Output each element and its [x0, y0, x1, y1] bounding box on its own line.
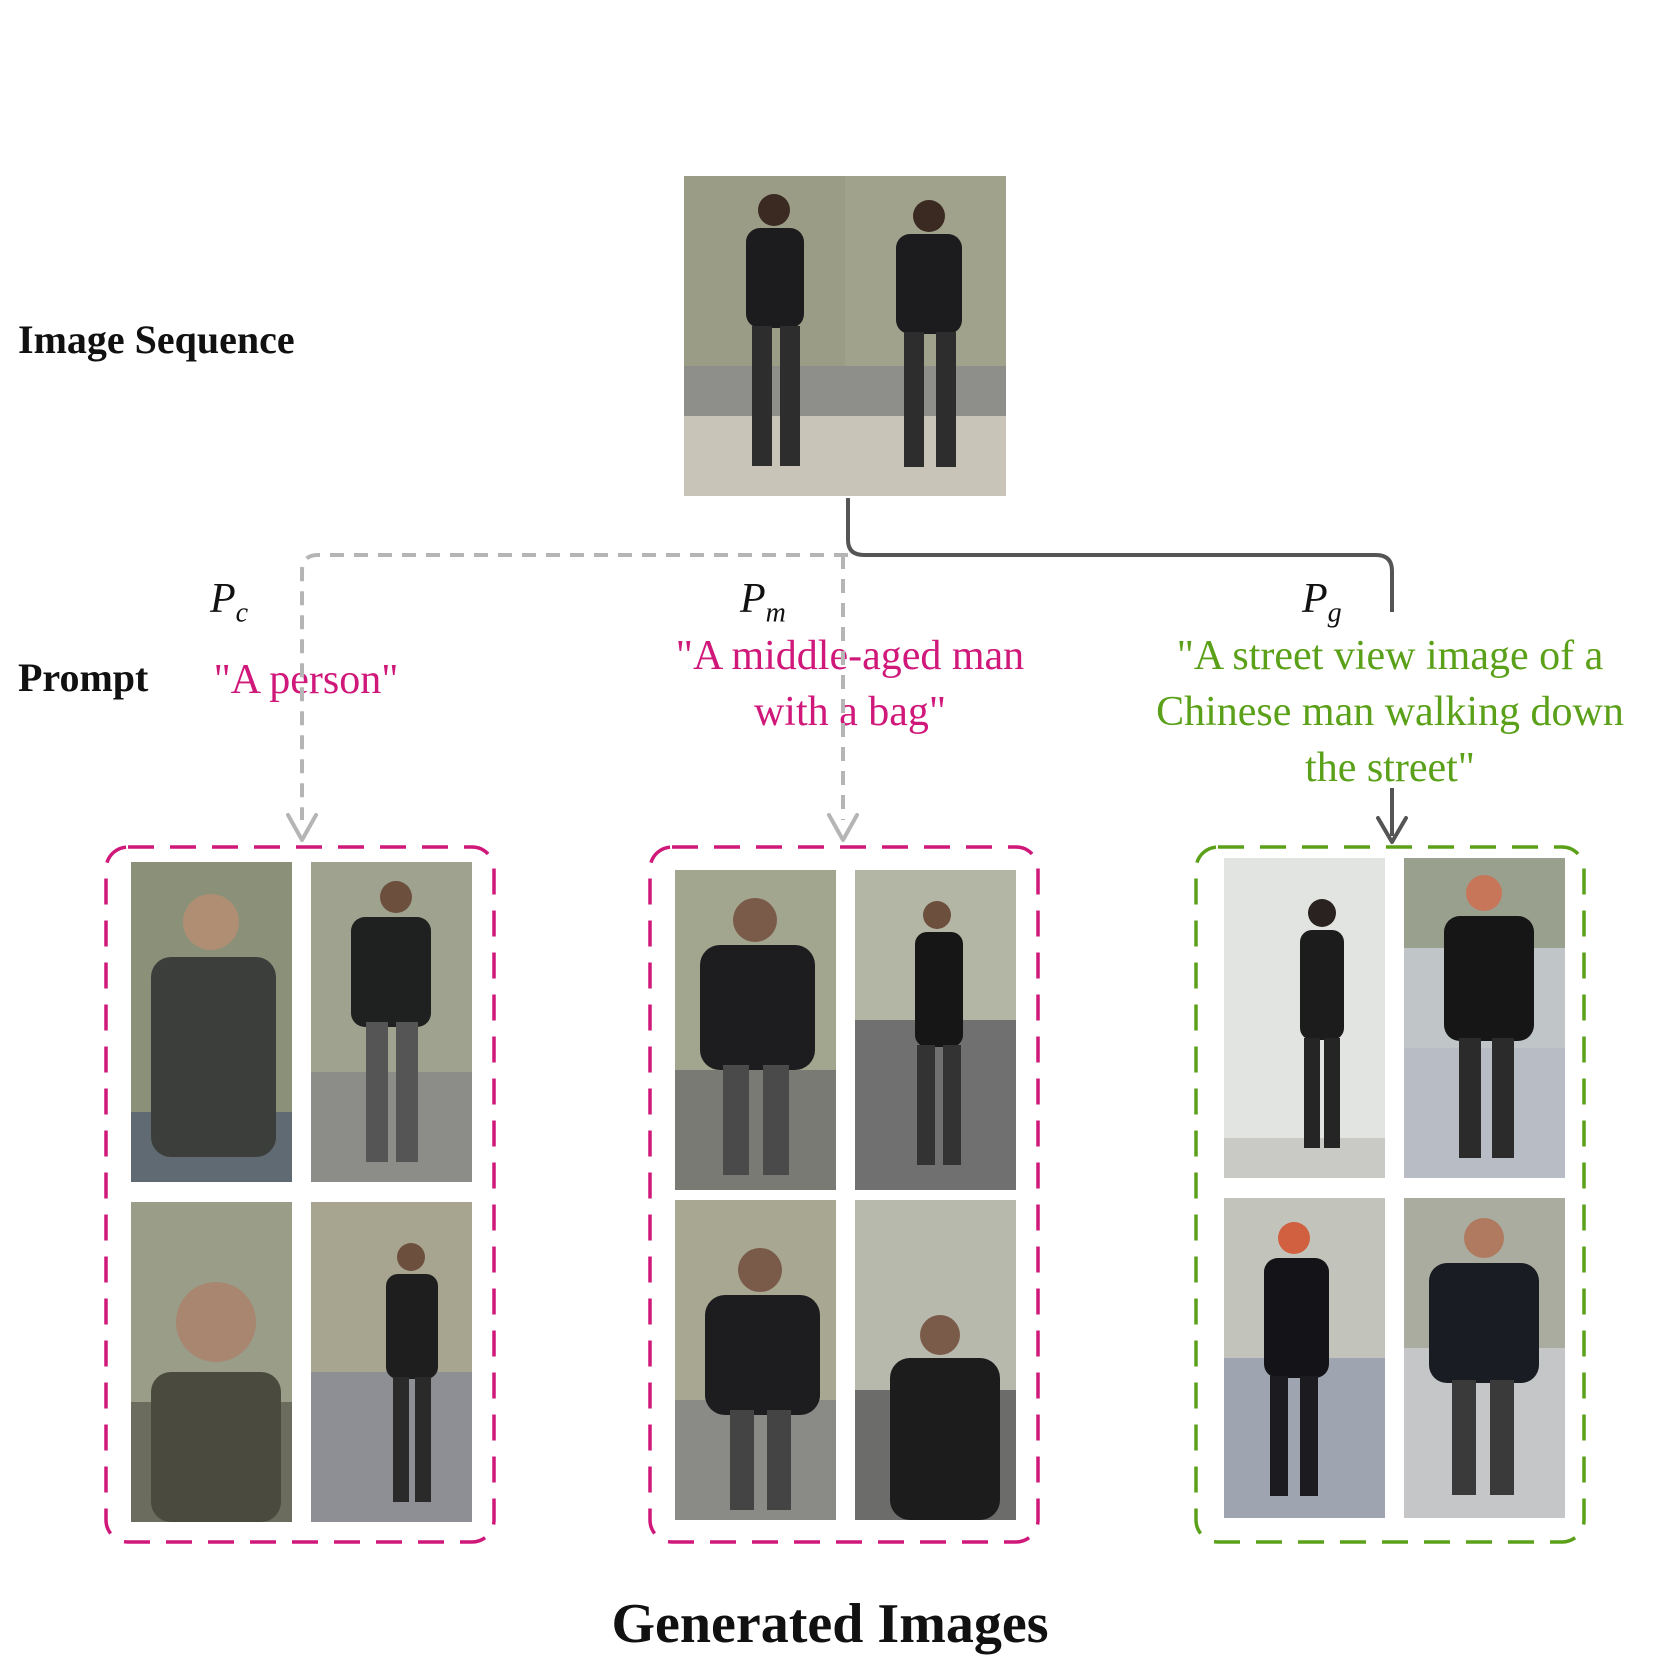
prompt-label: Prompt — [18, 655, 149, 700]
solid-connector-pg — [846, 498, 1394, 612]
generated-image-pc-2 — [311, 862, 472, 1182]
generated-image-pc-3 — [131, 1202, 292, 1522]
person-figure-2 — [896, 200, 962, 467]
prompt-text-pc: "A person" — [213, 657, 399, 703]
arrowhead-pg — [1376, 816, 1408, 844]
generated-image-pc-1 — [131, 862, 292, 1182]
prompt-text-pm: "A middle-aged man with a bag" — [675, 633, 1025, 735]
generated-image-pg-2 — [1404, 858, 1565, 1178]
generated-image-pm-2 — [855, 870, 1016, 1190]
output-box-pc — [104, 845, 496, 1544]
generated-images-title: Generated Images — [611, 1593, 1049, 1655]
generated-image-pm-3 — [675, 1200, 836, 1520]
output-box-pm — [648, 845, 1040, 1544]
dashed-connector-pc — [300, 553, 848, 820]
person-figure-1 — [746, 194, 804, 466]
prompt-text-pg: "A street view image of a Chinese man wa… — [1156, 633, 1624, 791]
prompt-var-pm: Pm — [740, 576, 786, 629]
generated-image-pm-1 — [675, 870, 836, 1190]
input-sequence-image — [684, 176, 1006, 496]
generated-image-pm-4 — [855, 1200, 1016, 1520]
generated-image-pg-4 — [1404, 1198, 1565, 1518]
arrowhead-pm — [827, 813, 859, 842]
generated-image-pc-4 — [311, 1202, 472, 1522]
output-box-pg — [1194, 845, 1586, 1544]
image-sequence-label: Image Sequence — [18, 317, 295, 362]
generated-image-pg-1 — [1224, 858, 1385, 1178]
arrowhead-pc — [286, 813, 318, 842]
generated-image-pg-3 — [1224, 1198, 1385, 1518]
prompt-var-pc: Pc — [210, 576, 249, 629]
prompt-var-pg: Pg — [1302, 576, 1342, 629]
